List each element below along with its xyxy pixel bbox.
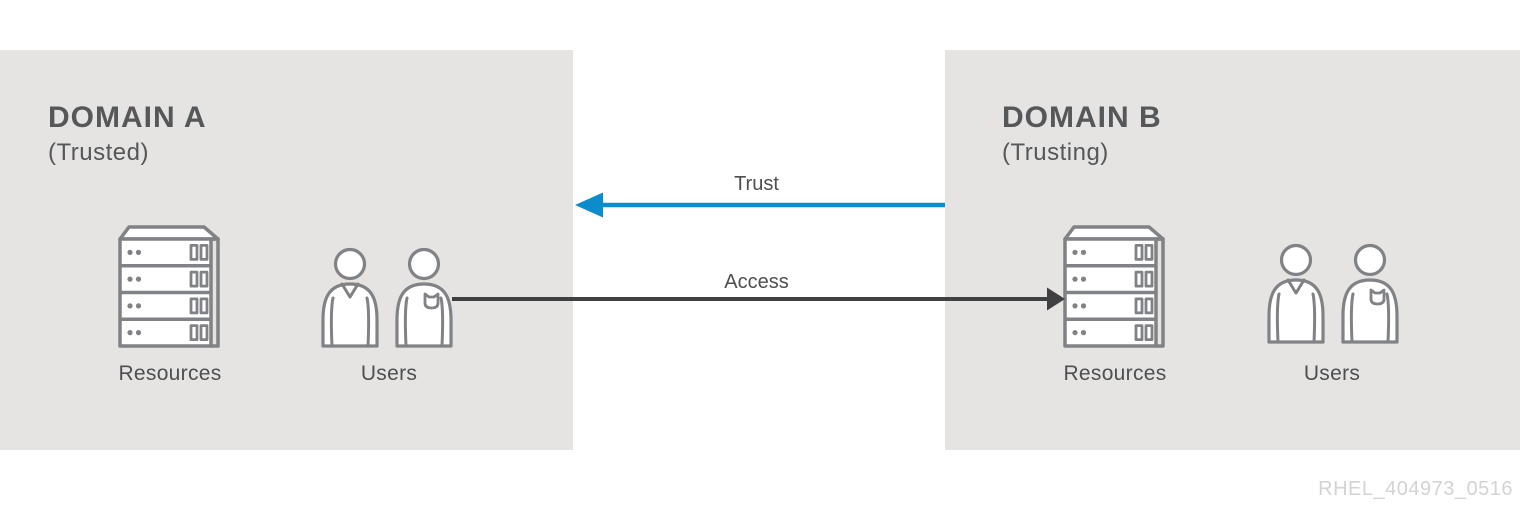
- server-rack-icon: [1063, 225, 1165, 348]
- users-label: Users: [360, 362, 418, 385]
- server-rack-icon: [118, 225, 220, 348]
- domain-b-title: DOMAIN B: [1002, 101, 1162, 134]
- users-label: Users: [1303, 362, 1361, 385]
- domain-b-panel: [945, 50, 1520, 450]
- domain-b-subtitle: (Trusting): [1002, 139, 1109, 166]
- watermark: RHEL_404973_0516: [1318, 478, 1513, 500]
- domain-b-header: DOMAIN B (Trusting): [1002, 103, 1162, 167]
- trust-arrow: [575, 192, 945, 218]
- trust-arrow-label: Trust: [734, 173, 779, 195]
- domain-a-header: DOMAIN A (Trusted): [48, 103, 207, 167]
- user-group-icon: [321, 247, 453, 348]
- resources-label: Resources: [118, 362, 222, 385]
- domain-a-title: DOMAIN A: [48, 101, 207, 134]
- user-group-icon: [1267, 243, 1399, 344]
- resources-label: Resources: [1063, 362, 1167, 385]
- domain-a-panel: [0, 50, 573, 450]
- access-arrow-label: Access: [724, 271, 789, 293]
- domain-a-subtitle: (Trusted): [48, 139, 149, 166]
- access-arrow: [452, 287, 1065, 311]
